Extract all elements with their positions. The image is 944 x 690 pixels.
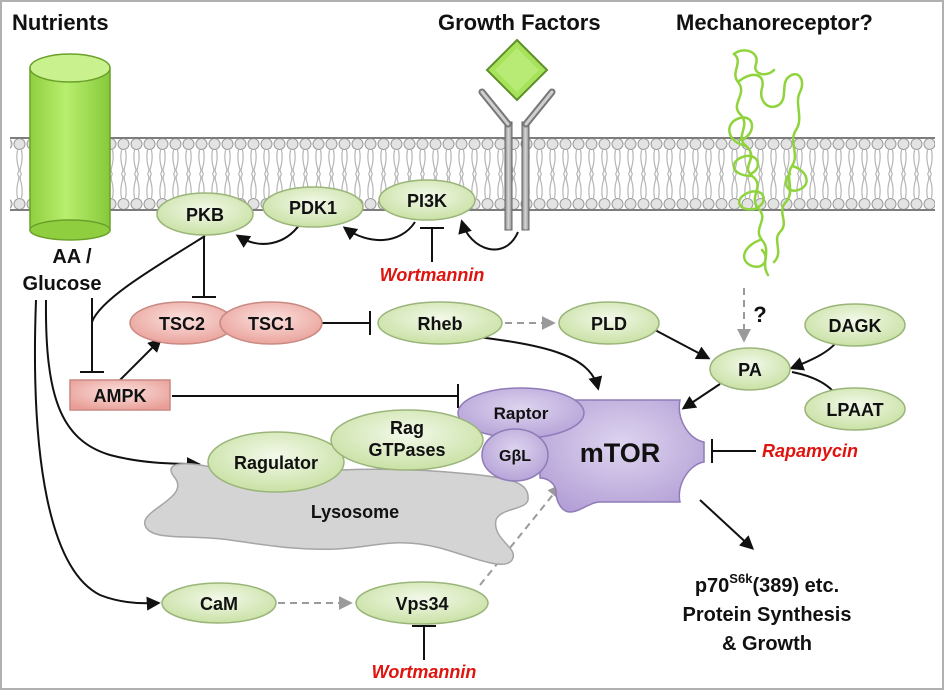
arrow-rheb-mtor — [469, 335, 603, 391]
rapamycin-label: Rapamycin — [762, 441, 858, 461]
pi3k-label: PI3K — [407, 191, 447, 211]
output-line2: Protein Synthesis — [683, 604, 852, 626]
arrow-pld-pa — [654, 329, 711, 360]
pi3k-node — [378, 179, 476, 221]
tsc1-label: TSC1 — [248, 314, 294, 334]
tsc1-node — [219, 301, 323, 345]
wortmannin-bottom-label: Wortmannin — [372, 662, 477, 682]
output-p70: p70 — [695, 575, 729, 597]
cam-label: CaM — [200, 594, 238, 614]
pdk1-label: PDK1 — [289, 198, 337, 218]
link-pkb-ampk — [91, 235, 206, 323]
aa-label: AA / — [52, 246, 92, 268]
vps34-label: Vps34 — [395, 594, 448, 614]
arrow-pa-mtor — [681, 383, 721, 410]
pld-label: PLD — [591, 314, 627, 334]
rag-label: Rag — [390, 418, 424, 438]
gbl-node — [481, 428, 549, 482]
gtpases-label: GTPases — [368, 440, 445, 460]
pa-label: PA — [738, 360, 762, 380]
dagk-label: DAGK — [829, 316, 882, 336]
output-s6k: S6k — [729, 571, 753, 586]
pkb-node — [156, 192, 254, 236]
pa-node — [709, 347, 791, 391]
mtor-node — [539, 399, 705, 513]
rag-gtpases-node — [330, 409, 484, 471]
output-line1: p70S6k(389) etc. — [695, 571, 839, 597]
mechanoreceptor-icon — [728, 49, 808, 277]
cam-node — [161, 582, 277, 624]
mechanoreceptor-label: Mechanoreceptor? — [676, 10, 873, 35]
arrow-pi3k-pdk1 — [342, 221, 416, 241]
output-line3: & Growth — [722, 633, 812, 655]
ampk-label: AMPK — [94, 386, 147, 406]
rheb-node — [377, 301, 503, 345]
wortmannin-top-label: Wortmannin — [380, 265, 485, 285]
mtor-label: mTOR — [580, 438, 661, 468]
pld-node — [558, 301, 660, 345]
pdk1-node — [262, 186, 364, 228]
nutrient-transporter-icon — [29, 53, 111, 241]
gbl-label: GβL — [499, 448, 531, 465]
lpaat-node — [804, 387, 906, 431]
arrow-glucose-ragulator — [44, 299, 201, 471]
arrow-mtor-output — [699, 499, 755, 550]
growth-factor-diamond-icon — [485, 38, 549, 102]
dashed-arrow-vps34-mtor — [479, 483, 562, 586]
lysosome-label: Lysosome — [311, 502, 399, 522]
vps34-node — [355, 581, 489, 625]
arrow-ampk-tsc2 — [119, 338, 162, 381]
tsc2-label: TSC2 — [159, 314, 205, 334]
arrow-receptor-pi3k — [458, 219, 519, 251]
raptor-label: Raptor — [494, 404, 549, 423]
question-mark-label: ? — [753, 302, 766, 327]
arrow-pdk1-pkb — [235, 223, 301, 248]
growth-factor-receptor-icon — [478, 88, 556, 231]
lpaat-label: LPAAT — [826, 400, 883, 420]
arrow-glucose-cam — [33, 299, 161, 611]
pkb-label: PKB — [186, 205, 224, 225]
rheb-label: Rheb — [418, 314, 463, 334]
ragulator-node — [207, 431, 345, 493]
output-389: (389) etc. — [752, 575, 839, 597]
nutrients-label: Nutrients — [12, 10, 109, 35]
dagk-node — [804, 303, 906, 347]
growth-factors-label: Growth Factors — [438, 10, 601, 35]
glucose-label: Glucose — [23, 273, 102, 295]
ampk-node — [69, 379, 171, 411]
ragulator-label: Ragulator — [234, 453, 318, 473]
